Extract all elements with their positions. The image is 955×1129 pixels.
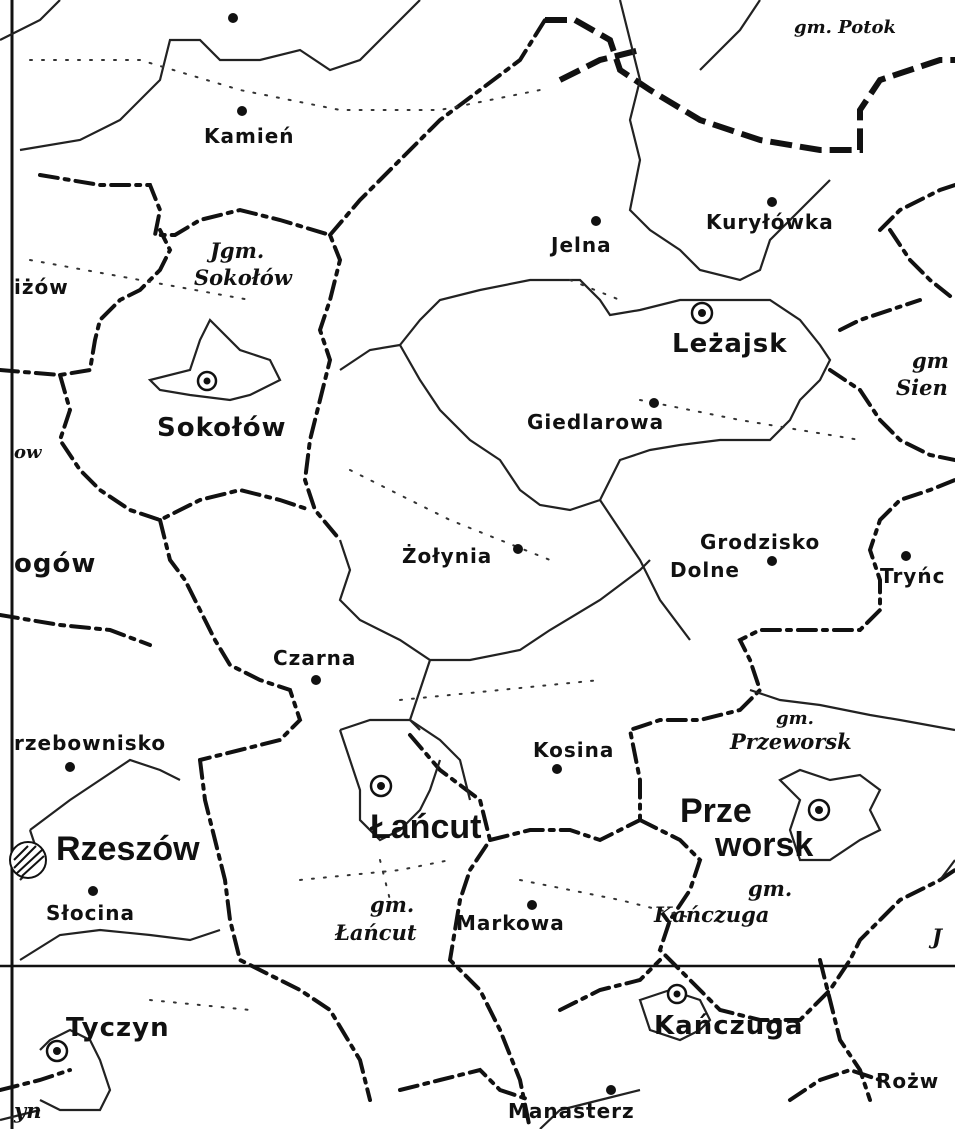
slocina-dot	[88, 886, 98, 896]
label-jelna: Jelna	[549, 233, 612, 257]
dotted-lines	[29, 59, 861, 1011]
label-zolynia: Żołynia	[402, 544, 492, 568]
label-kamien: Kamień	[204, 124, 295, 148]
label-lancut: Łańcut	[370, 808, 481, 846]
label-kanczuga: Kańczuga	[654, 1011, 803, 1041]
label-kosina: Kosina	[533, 738, 614, 762]
markowa-dot	[527, 900, 537, 910]
trynca-dot	[901, 551, 911, 561]
giedlarowa-dot	[649, 398, 659, 408]
label-j-fragment: J	[928, 924, 944, 949]
label-gm-lancut-2: Łańcut	[334, 920, 417, 945]
label-gm-potok: gm. Potok	[794, 17, 896, 38]
label-gm-sien-1: gm	[912, 348, 949, 373]
tyczyn-seat-icon	[45, 1039, 69, 1063]
label-grodzisko-1: Grodzisko	[700, 530, 820, 554]
label-manasterz: Manasterz	[508, 1099, 635, 1123]
zolynia-dot	[513, 544, 523, 554]
top-dot	[228, 13, 238, 23]
label-przeworsk-1: Prze	[680, 792, 752, 830]
label-sokolow: Sokołów	[157, 413, 287, 443]
gmina-borders	[0, 18, 955, 1129]
label-izow: iżów	[14, 275, 69, 299]
lezajsk-seat-icon	[690, 301, 714, 325]
label-przeworsk-2: worsk	[714, 826, 813, 864]
label-gm-sokolow-1: Jgm.	[206, 238, 264, 263]
label-rzeszow: Rzeszów	[56, 830, 200, 868]
label-gm-sokolow-2: Sokołów	[194, 265, 293, 290]
kosina-dot	[552, 764, 562, 774]
label-gm-lancut-1: gm.	[370, 892, 414, 917]
county-border	[545, 17, 955, 153]
label-gm-przeworsk-1: gm.	[776, 708, 814, 729]
label-markowa: Markowa	[456, 911, 565, 935]
town-dots	[65, 13, 911, 1095]
kurylowka-dot	[767, 197, 777, 207]
label-kurylowka: Kuryłówka	[706, 210, 834, 234]
seat-symbols	[45, 301, 831, 1063]
label-rozw: Rożw	[876, 1069, 939, 1093]
label-slocina: Słocina	[46, 901, 135, 925]
label-gm-przeworsk-2: Przeworsk	[729, 729, 852, 754]
czarna-dot	[311, 675, 321, 685]
label-glogow-fragment: ogów	[14, 549, 96, 579]
sokolow-seat-icon	[196, 370, 218, 392]
label-trynca: Tryńc	[880, 564, 945, 588]
grodzisko-dot	[767, 556, 777, 566]
county-border-2	[558, 47, 641, 83]
trzebownisko-dot	[65, 762, 75, 772]
przeworsk-seat-icon	[807, 798, 831, 822]
label-gm-kanczuga-1: gm.	[748, 876, 792, 901]
label-grodzisko-2: Dolne	[670, 558, 740, 582]
jelna-dot	[591, 216, 601, 226]
label-gm-sien-2: Sien	[896, 375, 948, 400]
label-trzebownisko: rzebownisko	[14, 731, 166, 755]
label-giedlarowa: Giedlarowa	[527, 410, 664, 434]
label-ow-fragment: ow	[14, 442, 43, 463]
label-gm-kanczuga-2: Kańczuga	[653, 902, 769, 927]
lancut-seat-icon	[369, 774, 393, 798]
kanczuga-seat-icon	[666, 983, 688, 1005]
label-tyczyn: Tyczyn	[66, 1013, 170, 1043]
label-lezajsk: Leżajsk	[672, 329, 788, 359]
label-yn-fragment: yn	[13, 1098, 41, 1123]
place-labels: Kamień Jgm. Sokołów Sokołów iżów ow ogów…	[13, 17, 949, 1123]
kamien-dot	[237, 106, 247, 116]
manasterz-dot	[606, 1085, 616, 1095]
label-czarna: Czarna	[273, 646, 356, 670]
rzeszow-city-symbol	[9, 841, 47, 879]
